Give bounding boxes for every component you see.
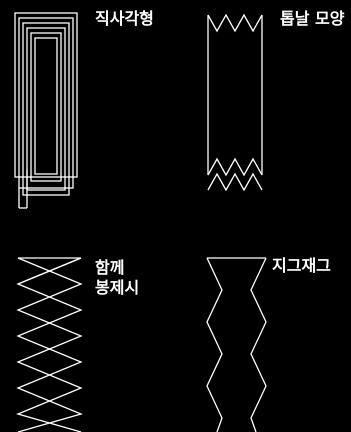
cross-hatch-stitch-icon [16,257,83,432]
pattern-option-rectangle[interactable]: 직사각형 [0,0,175,216]
zigzag-stitch-icon [206,257,267,432]
pattern-label-zigzag: 지그재그 [272,256,331,275]
nested-rectangle-stitch-icon [14,12,78,209]
pattern-option-cross[interactable]: 함께 봉제시 [0,216,175,432]
pattern-label-sawtooth: 톱날 모양 [280,9,345,28]
pattern-label-rectangle: 직사각형 [95,9,154,28]
sawtooth-edge-stitch-icon [207,13,263,192]
pattern-option-zigzag[interactable]: 지그재그 [175,216,351,432]
pattern-option-sawtooth[interactable]: 톱날 모양 [175,0,351,216]
pattern-label-cross: 함께 봉제시 [95,258,140,297]
